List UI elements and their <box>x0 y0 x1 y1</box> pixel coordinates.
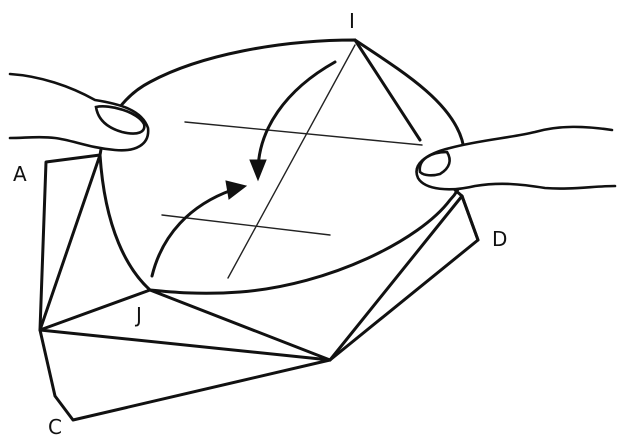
upper-horizontal-line <box>185 122 422 145</box>
label-d: D <box>492 227 507 251</box>
center-diagonal-line <box>228 45 355 278</box>
down-fold-arrow-line <box>258 62 335 172</box>
up-fold-arrow-line <box>152 190 232 276</box>
label-j: J <box>134 303 142 327</box>
right-lower-crease <box>330 196 462 360</box>
label-a: A <box>13 162 27 186</box>
top-right-crease <box>355 40 420 140</box>
point-labels: I A C D J <box>13 9 507 439</box>
fold-arrows <box>152 62 335 276</box>
label-c: C <box>48 415 62 439</box>
right-flap-edge <box>462 196 478 240</box>
lower-left-crease <box>40 290 150 330</box>
raised-layer <box>100 40 465 293</box>
right-hand <box>417 127 615 189</box>
label-i: I <box>349 9 355 33</box>
up-fold-arrowhead <box>226 181 246 199</box>
bottom-diagonal-crease <box>40 330 330 360</box>
left-crease <box>40 155 100 330</box>
down-fold-arrowhead <box>250 160 266 180</box>
raised-layer-outline <box>100 40 465 293</box>
left-hand <box>10 74 148 150</box>
right-thumbnail <box>420 152 450 175</box>
